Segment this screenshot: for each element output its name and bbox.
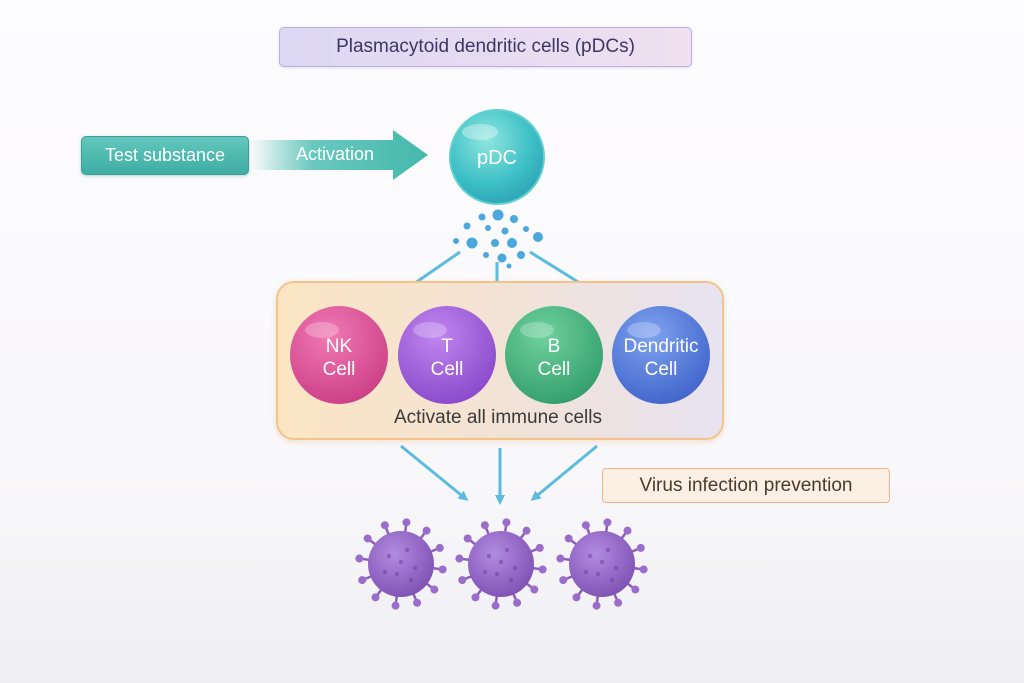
- diagram-title-text: Plasmacytoid dendritic cells (pDCs): [336, 36, 635, 57]
- virus-particle: [455, 518, 547, 610]
- t-cell-label: T Cell: [397, 335, 497, 381]
- virus-particle: [355, 518, 447, 610]
- activation-label: Activation: [295, 144, 375, 164]
- pdc-cell: [449, 109, 545, 205]
- t-cell-label-line2: Cell: [430, 359, 464, 380]
- virus-particle: [556, 518, 648, 610]
- nk-cell: [290, 306, 388, 404]
- outcome-box: Virus infection prevention: [602, 468, 890, 503]
- t-cell-label-line1: T: [441, 336, 453, 357]
- b-cell: [505, 306, 603, 404]
- activation-arrow: [250, 130, 428, 180]
- dendritic-cell-label-line2: Cell: [644, 359, 678, 380]
- arrow-to-virus-1: [400, 444, 469, 501]
- b-cell-label-line1: B: [547, 336, 561, 357]
- diagram-title: Plasmacytoid dendritic cells (pDCs): [279, 27, 692, 67]
- nk-cell-label: NK Cell: [289, 335, 389, 381]
- pdc-label: pDC: [476, 147, 517, 169]
- test-substance-box: Test substance: [81, 136, 249, 175]
- b-cell-label-line2: Cell: [537, 359, 571, 380]
- dendritic-cell: [612, 306, 710, 404]
- cytokine-dots: [453, 209, 543, 269]
- b-cell-label: B Cell: [504, 335, 604, 381]
- t-cell: [398, 306, 496, 404]
- outcome-label: Virus infection prevention: [639, 474, 853, 496]
- dendritic-cell-label-line1: Dendritic: [623, 336, 699, 357]
- dendritic-cell-label: Dendritic Cell: [606, 335, 716, 381]
- arrow-to-virus-3: [530, 444, 598, 501]
- group-caption: Activate all immune cells: [393, 407, 603, 428]
- nk-cell-label-line2: Cell: [322, 359, 356, 380]
- nk-cell-label-line1: NK: [325, 336, 353, 357]
- test-substance-label: Test substance: [104, 145, 226, 165]
